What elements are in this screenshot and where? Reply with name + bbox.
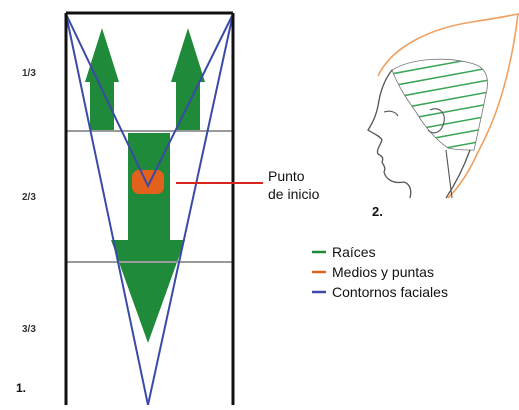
hair-section-hatching bbox=[392, 59, 488, 151]
figure-1-number: 1. bbox=[16, 381, 26, 395]
start-point-label-line2: de inicio bbox=[268, 186, 320, 202]
start-point-marker bbox=[132, 170, 164, 194]
contour-lines bbox=[65, 13, 234, 189]
hair-section-outline bbox=[391, 58, 488, 151]
legend: Raíces Medios y puntas Contornos faciale… bbox=[312, 244, 448, 300]
ear bbox=[427, 108, 445, 134]
legend-item-contours: Contornos faciales bbox=[312, 284, 448, 300]
figure-2-head-illustration bbox=[367, 12, 519, 199]
legend-label-mids: Medios y puntas bbox=[332, 264, 434, 280]
legend-label-contours: Contornos faciales bbox=[332, 284, 448, 300]
figure-2-number: 2. bbox=[372, 204, 383, 219]
third-label-1: 1/3 bbox=[22, 68, 36, 79]
third-label-3: 3/3 bbox=[22, 324, 36, 335]
figure-1 bbox=[64, 11, 263, 406]
legend-item-roots: Raíces bbox=[312, 244, 376, 260]
legend-label-roots: Raíces bbox=[332, 244, 376, 260]
neck bbox=[445, 149, 453, 199]
third-label-2: 2/3 bbox=[22, 192, 36, 203]
eye bbox=[383, 110, 399, 117]
head-outline bbox=[367, 69, 471, 199]
downward-arrow bbox=[111, 133, 185, 343]
root-arrow-right bbox=[171, 28, 205, 131]
legend-item-mids: Medios y puntas bbox=[312, 264, 434, 280]
hair-outline bbox=[377, 12, 519, 199]
start-point-label-line1: Punto bbox=[268, 168, 305, 184]
